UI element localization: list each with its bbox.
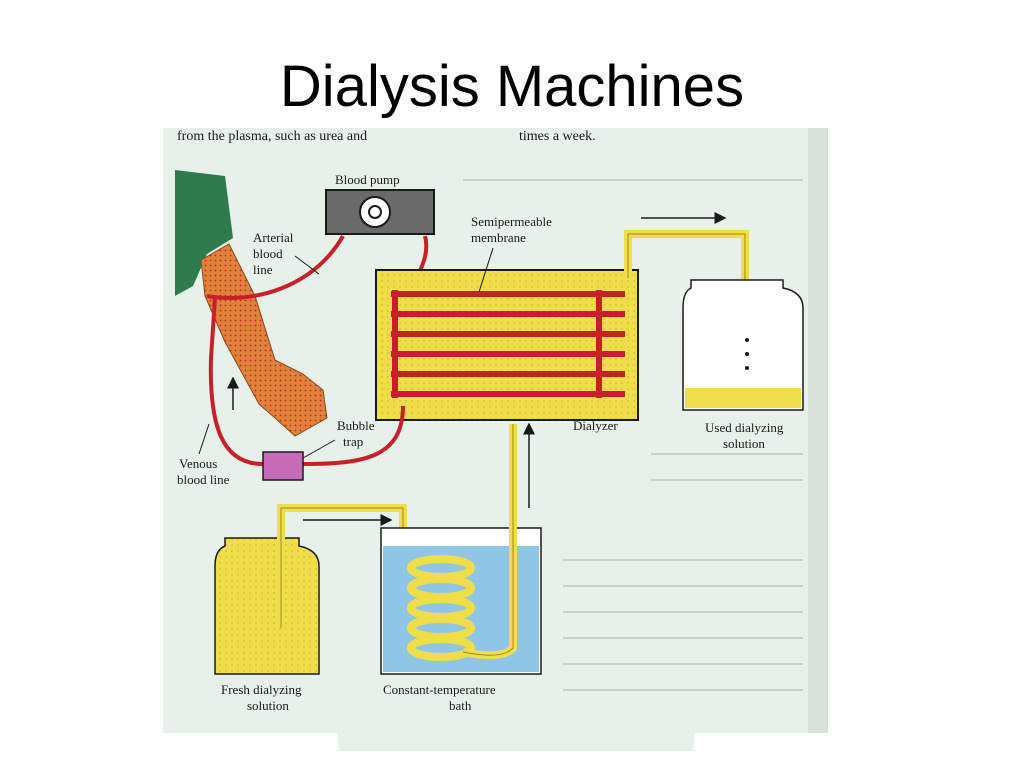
venous-blood-line <box>302 405 405 466</box>
label-bath-2: bath <box>449 698 472 713</box>
blood-pump <box>325 189 435 235</box>
arterial-pointer <box>294 255 320 275</box>
bubble-trap-pointer <box>302 439 336 459</box>
label-fresh-solution-1: Fresh dialyzing <box>221 682 302 697</box>
fresh-solution-jar <box>214 537 320 675</box>
figure-bottom-strip <box>338 733 694 751</box>
page-text-top-left: from the plasma, such as urea and <box>177 129 367 144</box>
venous-pointer <box>198 423 210 455</box>
label-arterial-3: line <box>253 262 273 277</box>
sleeve <box>175 170 233 296</box>
slide-title: Dialysis Machines <box>279 54 745 119</box>
label-bubble-trap-2: trap <box>343 434 363 449</box>
label-arterial-1: Arterial <box>253 230 294 245</box>
label-venous-2: blood line <box>177 472 230 487</box>
label-arterial-2: blood <box>253 246 283 261</box>
membrane-pointer <box>478 247 494 293</box>
background-page-text <box>463 179 803 691</box>
label-bubble-trap-1: Bubble <box>337 418 375 433</box>
used-dialysate-line-outline <box>627 233 746 324</box>
label-used-solution-2: solution <box>723 436 765 451</box>
label-blood-pump: Blood pump <box>335 172 400 187</box>
dialysis-diagram: from the plasma, such as urea and times … <box>163 128 828 733</box>
label-membrane-2: membrane <box>471 230 526 245</box>
label-dialyzer: Dialyzer <box>573 418 618 433</box>
label-bath-1: Constant-temperature <box>383 682 496 697</box>
label-membrane-1: Semipermeable <box>471 214 552 229</box>
label-venous-1: Venous <box>179 456 217 471</box>
used-solution-jar <box>682 279 804 411</box>
bubble-trap <box>262 451 304 481</box>
dialyzer <box>375 269 639 421</box>
arterial-blood-line <box>206 234 345 300</box>
label-used-solution-1: Used dialyzing <box>705 420 784 435</box>
label-fresh-solution-2: solution <box>247 698 289 713</box>
constant-temperature-bath <box>380 424 542 675</box>
trap-to-arm-line <box>208 297 264 466</box>
page-text-top-right: times a week. <box>519 129 596 144</box>
page-shadow-edge <box>808 128 828 733</box>
